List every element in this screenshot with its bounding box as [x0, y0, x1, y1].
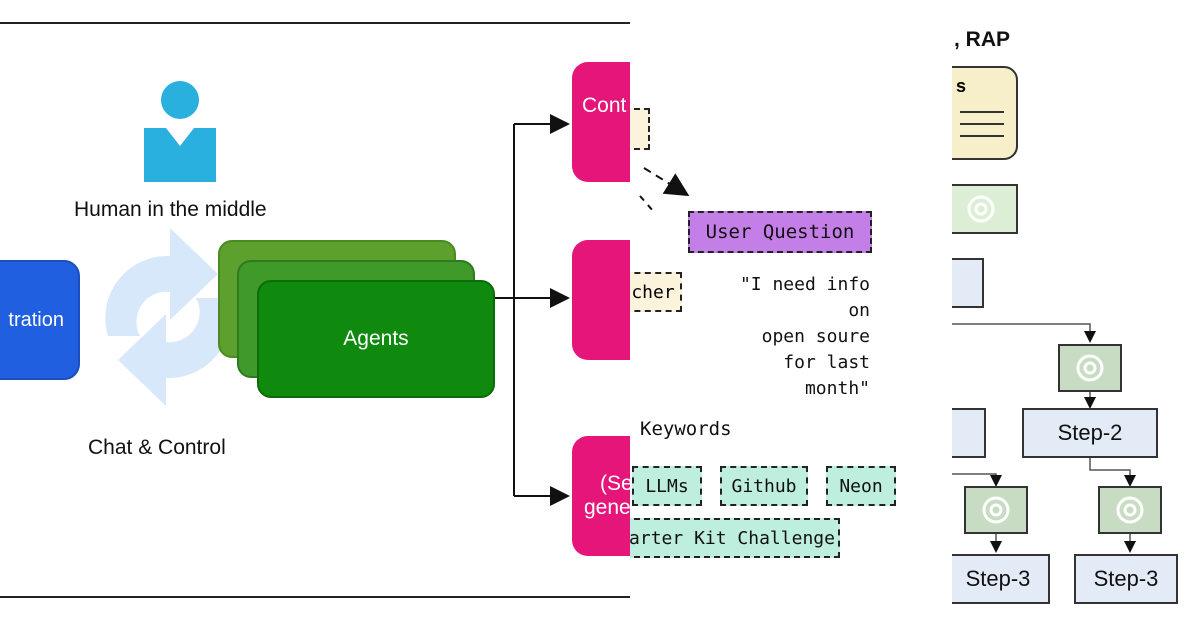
quote-line-3: for last month" — [783, 352, 870, 399]
connector-arrows — [495, 114, 570, 506]
openai-logo-icon — [1116, 496, 1144, 524]
researcher-note-label: cher — [631, 281, 675, 303]
gpt-box-right — [1098, 486, 1162, 534]
step-3-left-label: Step-3 — [965, 566, 1031, 591]
human-in-the-middle-label: Human in the middle — [74, 198, 267, 221]
agents-label: Agents — [343, 327, 409, 350]
orchestration-label: tration — [8, 308, 64, 331]
gpt-box-top — [952, 184, 1018, 234]
document-card-label: s — [956, 76, 967, 96]
step-1-box-top — [952, 258, 984, 308]
user-question-box: User Question — [688, 211, 872, 253]
user-quote: "I need info on open soure for last mont… — [718, 272, 870, 402]
tag-starter-kit-label: arter Kit Challenge — [630, 527, 835, 549]
tag-github: Github — [720, 466, 808, 506]
generation-label-line2: gene — [584, 496, 630, 519]
step-3-box-left: Step-3 — [952, 554, 1050, 604]
quote-line-2: open soure — [761, 326, 870, 347]
step-2-box: Step-2 — [1022, 408, 1158, 458]
user-question-label: User Question — [705, 221, 855, 243]
cycle-arrows-icon — [105, 228, 231, 406]
top-rule — [0, 22, 630, 24]
bottom-rule — [0, 596, 630, 598]
gpt-box-mid — [1058, 344, 1122, 392]
left-diagram-panel: Human in the middle tration Agents Chat … — [0, 22, 630, 598]
generation-box: (Se gene — [572, 436, 630, 556]
orchestration-box: tration — [0, 260, 80, 380]
tag-llms: LLMs — [632, 466, 702, 506]
step-3-box-right: Step-3 — [1074, 554, 1178, 604]
openai-logo-icon — [967, 195, 995, 223]
sketch-arrows — [639, 167, 690, 213]
middle-sketch-panel: User Question cher "I need info on open … — [630, 0, 952, 630]
tag-github-label: Github — [731, 475, 797, 497]
generation-label-line1: (Se — [600, 472, 630, 495]
step-2-label: Step-2 — [1057, 420, 1123, 445]
agents-box: Agents — [257, 280, 495, 398]
context-label: Cont — [582, 94, 627, 117]
context-box: Cont — [572, 62, 630, 182]
right-flow-panel: , RAP s Step-2 Step-3 — [952, 0, 1200, 630]
document-lines — [960, 111, 1004, 137]
quote-line-1: "I need info on — [739, 274, 870, 321]
middle-pink-box — [572, 240, 630, 360]
keywords-label: Keywords — [640, 418, 732, 440]
chat-and-control-label: Chat & Control — [88, 436, 226, 459]
step-1-box-bottom — [952, 408, 986, 458]
openai-logo-icon — [982, 496, 1010, 524]
gpt-box-left — [964, 486, 1028, 534]
step-3-right-label: Step-3 — [1093, 566, 1159, 591]
right-panel-title: , RAP — [954, 28, 1011, 51]
tag-starter-kit: arter Kit Challenge — [630, 518, 840, 558]
tag-neon: Neon — [826, 466, 896, 506]
researcher-note: cher — [630, 272, 682, 312]
flow-connectors — [952, 323, 1136, 553]
human-icon — [144, 81, 216, 182]
tag-llms-label: LLMs — [645, 475, 689, 497]
tag-neon-label: Neon — [839, 475, 883, 497]
top-note — [630, 108, 650, 150]
openai-logo-icon — [1076, 354, 1104, 382]
